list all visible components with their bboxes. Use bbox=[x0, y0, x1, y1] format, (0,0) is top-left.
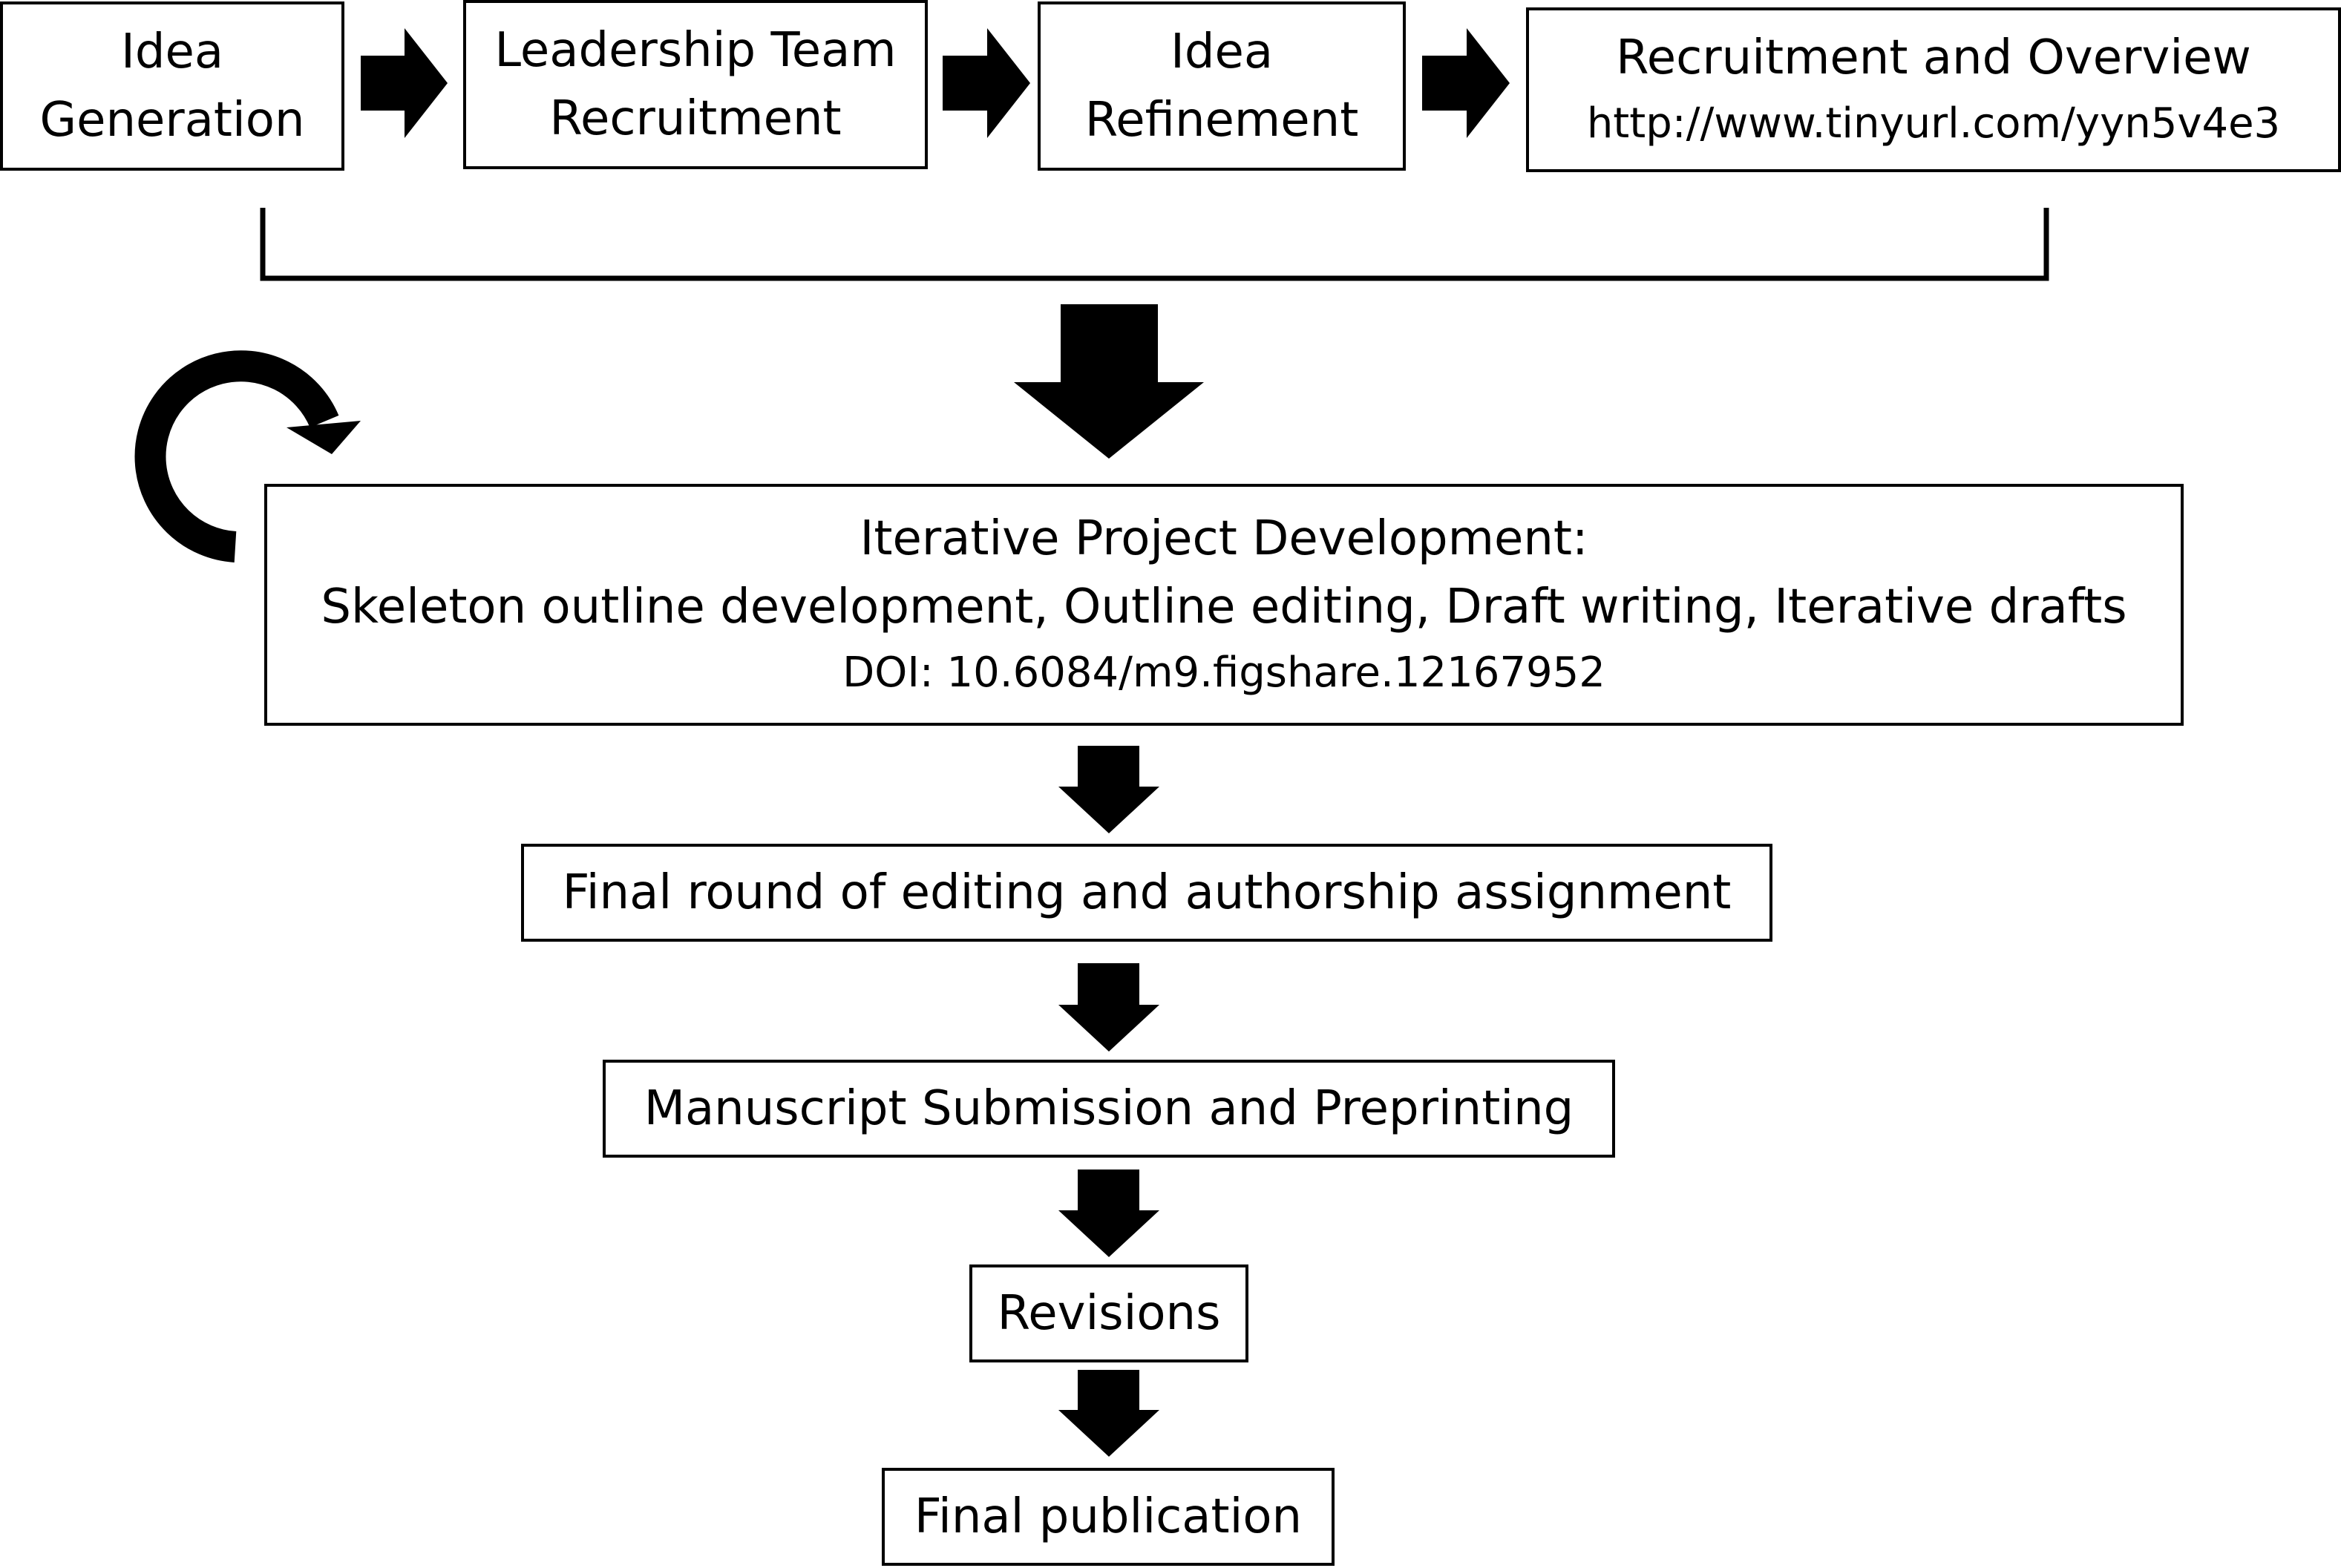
stage-idea-generation: Idea Generation bbox=[0, 1, 344, 171]
block-arrow-right-icon bbox=[943, 28, 1030, 138]
iterative-doi[interactable]: DOI: 10.6084/m9.figshare.12167952 bbox=[842, 649, 1605, 697]
block-arrow-right-icon bbox=[361, 28, 448, 138]
stage-revisions: Revisions bbox=[969, 1264, 1248, 1362]
block-arrow-right-icon bbox=[1422, 28, 1510, 138]
circular-arrow-icon bbox=[134, 350, 339, 562]
iterative-title: Iterative Project Development: bbox=[860, 511, 1588, 566]
stage-label-line: Recruitment and Overview bbox=[1616, 30, 2251, 85]
stage-recruitment-and-overview: Recruitment and Overview http://www.tiny… bbox=[1526, 7, 2341, 172]
stage-label-line: Idea bbox=[120, 24, 224, 79]
stage-idea-refinement: Idea Refinement bbox=[1038, 1, 1406, 171]
iterative-project-development: Iterative Project Development: Skeleton … bbox=[264, 484, 2184, 726]
bracket-connector bbox=[260, 208, 2049, 281]
block-arrow-down-icon bbox=[1014, 304, 1204, 459]
stage-label: Manuscript Submission and Preprinting bbox=[644, 1081, 1574, 1136]
overview-link[interactable]: http://www.tinyurl.com/yyn5v4e3 bbox=[1586, 99, 2281, 148]
block-arrow-down-icon bbox=[1058, 1170, 1159, 1257]
stage-manuscript-submission: Manuscript Submission and Preprinting bbox=[603, 1060, 1615, 1158]
circular-arrow-head-icon bbox=[287, 421, 361, 454]
iterative-steps: Skeleton outline development, Outline ed… bbox=[321, 580, 2127, 634]
stage-label-line: Leadership Team bbox=[494, 23, 897, 78]
stage-label-line: Recruitment bbox=[549, 91, 842, 146]
stage-final-editing: Final round of editing and authorship as… bbox=[521, 844, 1772, 942]
stage-label: Final round of editing and authorship as… bbox=[562, 865, 1732, 920]
stage-label-line: Refinement bbox=[1084, 93, 1359, 148]
block-arrow-down-icon bbox=[1058, 963, 1159, 1052]
stage-leadership-team-recruitment: Leadership Team Recruitment bbox=[463, 0, 928, 169]
block-arrow-down-icon bbox=[1058, 746, 1159, 833]
stage-label: Final publication bbox=[914, 1489, 1303, 1544]
stage-label-line: Idea bbox=[1170, 24, 1274, 79]
block-arrow-down-icon bbox=[1058, 1370, 1159, 1457]
stage-final-publication: Final publication bbox=[882, 1468, 1335, 1566]
stage-label: Revisions bbox=[997, 1286, 1221, 1341]
stage-label-line: Generation bbox=[39, 93, 305, 148]
